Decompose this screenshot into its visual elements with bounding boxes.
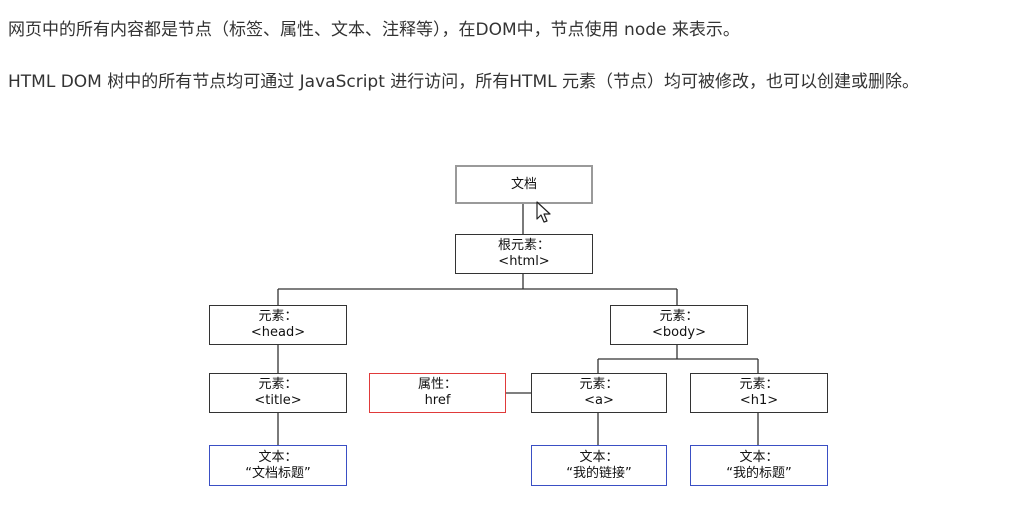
intro-paragraph-2: HTML DOM 树中的所有节点均可通过 JavaScript 进行访问，所有H… <box>8 72 919 92</box>
node-href-type: 属性： <box>417 377 457 392</box>
node-document-label: 文档 <box>510 176 537 192</box>
node-href-name: href <box>424 393 451 408</box>
mouse-pointer-icon <box>536 201 551 223</box>
node-text-a: 文本： “我的链接” <box>531 445 667 486</box>
node-body-tag: <body> <box>652 325 706 340</box>
node-head-tag: <head> <box>250 325 306 340</box>
node-head-type: 元素： <box>258 309 298 324</box>
node-text-h1-type: 文本： <box>739 449 779 465</box>
node-h1-tag: <h1> <box>739 393 779 408</box>
node-text-title-type: 文本： <box>258 449 298 465</box>
node-text-title-value: “文档标题” <box>245 465 311 481</box>
node-text-h1: 文本： “我的标题” <box>690 445 828 486</box>
node-text-a-value: “我的链接” <box>566 465 632 481</box>
node-html-tag: <html> <box>498 254 550 269</box>
node-html: 根元素： <html> <box>455 234 593 274</box>
intro-paragraph-1: 网页中的所有内容都是节点（标签、属性、文本、注释等），在DOM中，节点使用 no… <box>8 20 740 40</box>
node-document: 文档 <box>455 165 593 204</box>
node-html-type: 根元素： <box>497 238 550 253</box>
node-attribute-href: 属性： href <box>369 373 506 413</box>
node-a-type: 元素： <box>579 377 619 392</box>
node-title: 元素： <title> <box>209 373 347 413</box>
node-h1: 元素： <h1> <box>690 373 828 413</box>
node-body: 元素： <body> <box>610 305 748 345</box>
node-head: 元素： <head> <box>209 305 347 345</box>
node-body-type: 元素： <box>659 309 699 324</box>
node-title-type: 元素： <box>258 377 298 392</box>
node-text-a-type: 文本： <box>579 449 619 465</box>
node-a: 元素： <a> <box>531 373 667 413</box>
node-a-tag: <a> <box>584 393 614 408</box>
node-text-title: 文本： “文档标题” <box>209 445 347 486</box>
node-text-h1-value: “我的标题” <box>726 465 792 481</box>
node-h1-type: 元素： <box>739 377 779 392</box>
node-title-tag: <title> <box>254 393 302 408</box>
